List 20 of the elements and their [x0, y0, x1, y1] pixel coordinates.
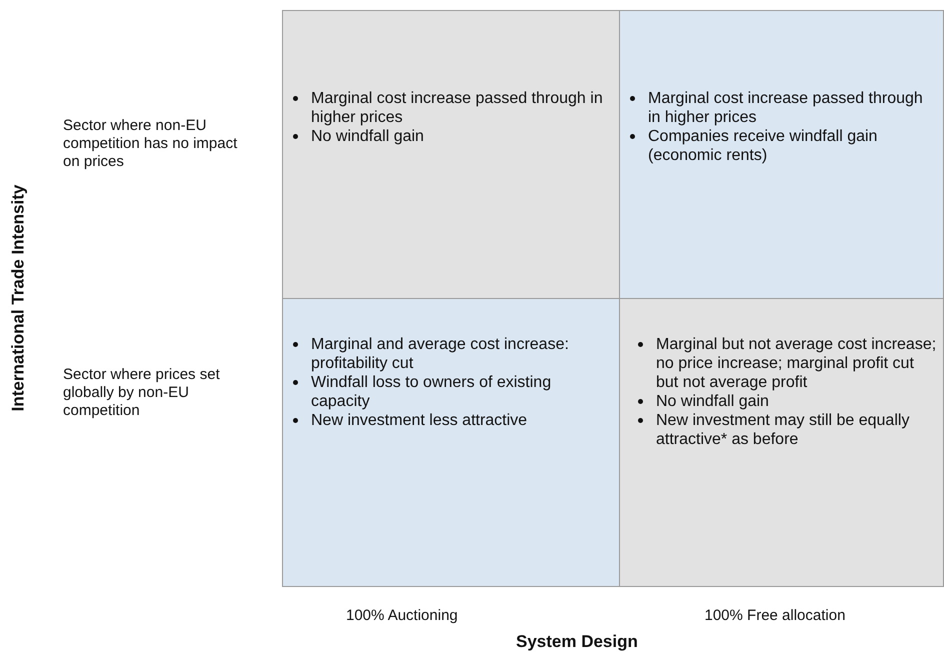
bullet-text: New investment less attractive — [311, 411, 528, 430]
bullet-text: Marginal but not average cost increase; no price increase; marginal profit cut but not average profit — [656, 335, 937, 392]
bullet-text: Companies receive windfall gain (economic rents) — [648, 127, 878, 165]
bullet-text: Marginal cost increase passed through in higher prices — [311, 89, 604, 127]
row-label: Sector where prices set globally by non-EU competition — [63, 366, 221, 420]
axis-title: System Design — [516, 633, 638, 651]
bullet-text: No windfall gain — [311, 127, 425, 146]
column-label: 100% Auctioning — [346, 607, 458, 625]
bullet-text: No windfall gain — [656, 392, 770, 411]
bullet-text: New investment may still be equally attractive* as before — [656, 411, 910, 449]
column-label: 100% Free allocation — [704, 607, 846, 625]
quadrant-cell — [282, 298, 620, 587]
quadrant-cell — [619, 10, 944, 299]
bullet-text: Marginal and average cost increase: profitability cut — [311, 335, 570, 373]
bullet-text: Marginal cost increase passed through in higher prices — [648, 89, 924, 127]
bullet-text: Windfall loss to owners of existing capacity — [311, 373, 552, 411]
axis-title: International Trade Intensity — [8, 184, 27, 412]
quadrant-cell — [282, 10, 620, 299]
quadrant-cell — [619, 298, 944, 587]
row-label: Sector where non-EU competition has no impact on prices — [63, 117, 238, 171]
